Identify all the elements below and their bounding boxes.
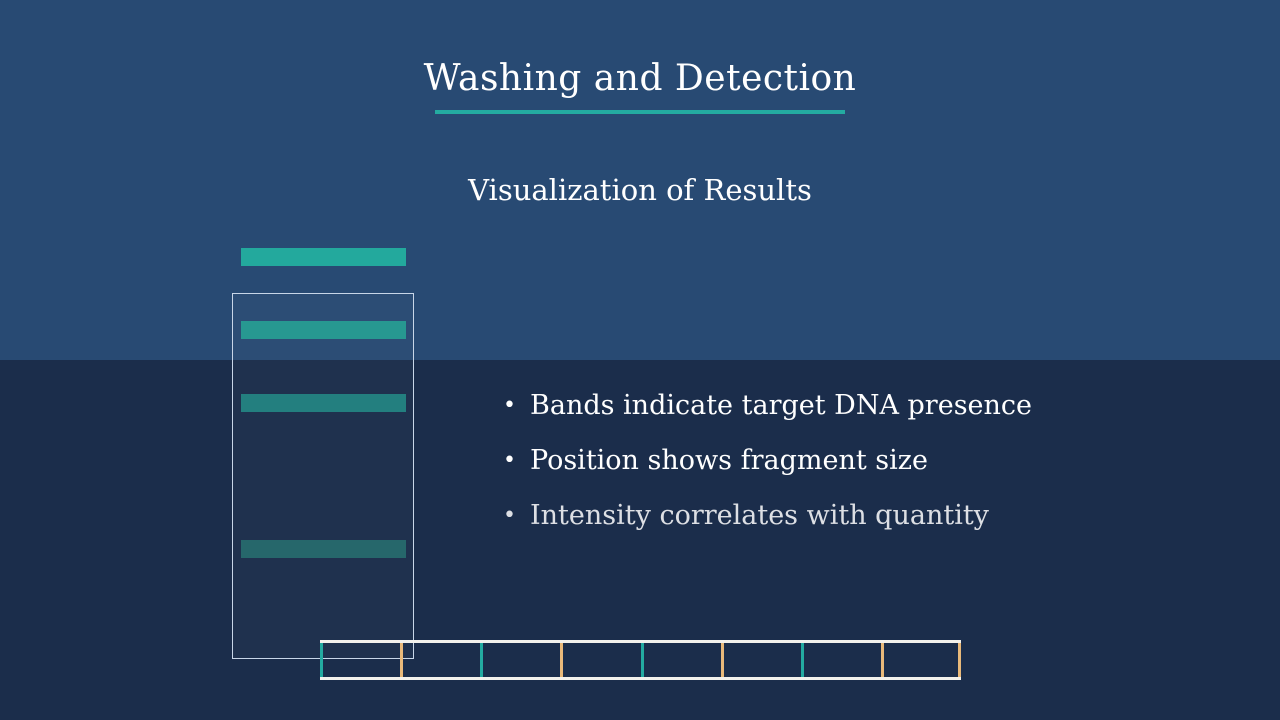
ladder-tick [801,643,804,677]
ladder-tick [641,643,644,677]
bullet-item: • Intensity correlates with quantity [503,488,1032,543]
bullet-marker: • [503,502,516,528]
slide-subtitle: Visualization of Results [468,173,812,207]
bullet-text: Position shows fragment size [530,444,928,476]
gel-lane-outline [232,293,414,659]
ladder-tick [958,643,961,677]
bullet-marker: • [503,447,516,473]
bullet-item: • Bands indicate target DNA presence [503,378,1032,433]
ladder-tick [320,643,323,677]
bullet-text: Bands indicate target DNA presence [530,389,1033,421]
bullet-marker: • [503,392,516,418]
gel-band [241,394,406,412]
ladder-tick [721,643,724,677]
ladder-tick [400,643,403,677]
size-ladder [320,640,961,680]
gel-band [241,321,406,339]
ladder-tick [881,643,884,677]
bottom-background [0,360,1280,720]
ladder-tick [480,643,483,677]
gel-band [241,540,406,558]
bullet-list: • Bands indicate target DNA presence • P… [503,378,1032,543]
title-underline [435,110,845,114]
slide-title: Washing and Detection [423,58,857,99]
top-background [0,0,1280,360]
bullet-text: Intensity correlates with quantity [530,499,989,531]
ladder-tick [560,643,563,677]
bullet-item: • Position shows fragment size [503,433,1032,488]
gel-band [241,248,406,266]
